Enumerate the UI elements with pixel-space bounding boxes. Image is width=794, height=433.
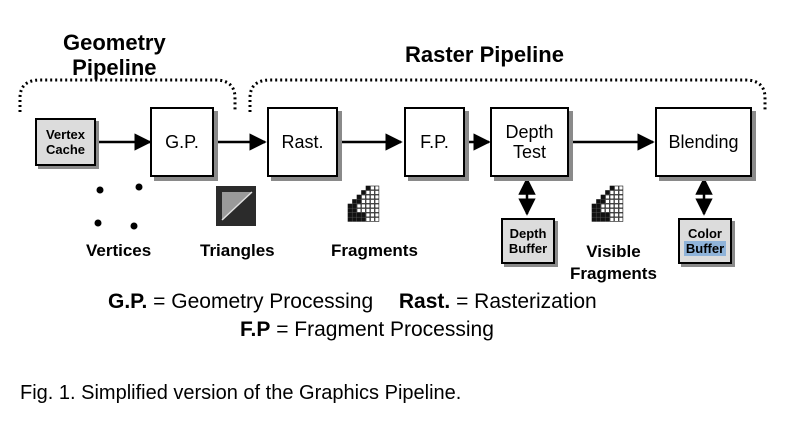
legend-line1: G.P. = Geometry Processing Rast. = Raste… bbox=[108, 290, 597, 314]
geometry-pipeline-title: Geometry Pipeline bbox=[63, 30, 166, 80]
depth-test-label-line2: Test bbox=[512, 142, 546, 162]
legend-gp-abbr: G.P. bbox=[108, 290, 148, 313]
geometry-pipeline-bracket bbox=[18, 78, 237, 112]
depth-test-label-line1: Depth bbox=[505, 122, 554, 142]
visible-label-line2: Fragments bbox=[570, 264, 657, 283]
triangles-label: Triangles bbox=[200, 241, 275, 260]
visible-fragments-icon bbox=[591, 185, 624, 222]
rast-stage-box: Rast. bbox=[267, 107, 338, 177]
geometry-title-line2: Pipeline bbox=[72, 55, 157, 80]
color-buffer-line1: Color bbox=[688, 226, 722, 241]
raster-pipeline-bracket bbox=[248, 78, 767, 112]
legend-gp-full: = Geometry Processing bbox=[153, 290, 374, 313]
visible-label-line1: Visible bbox=[586, 242, 641, 261]
visible-fragments-label: Visible Fragments bbox=[570, 241, 657, 285]
legend-line2: F.P = Fragment Processing bbox=[240, 318, 494, 342]
rast-stage-label: Rast. bbox=[281, 132, 324, 152]
vertex-cache-box: Vertex Cache bbox=[35, 118, 96, 166]
gp-stage-label: G.P. bbox=[165, 132, 199, 152]
color-buffer-line2: Buffer bbox=[683, 241, 727, 256]
vertices-label: Vertices bbox=[86, 241, 152, 260]
depth-buffer-line1: Depth bbox=[509, 226, 547, 241]
fp-stage-box: F.P. bbox=[404, 107, 465, 177]
fragments-label: Fragments bbox=[331, 241, 418, 260]
legend-fp-full: = Fragment Processing bbox=[276, 318, 494, 341]
vertices-icon bbox=[94, 183, 143, 230]
depth-buffer-box: Depth Buffer bbox=[501, 218, 555, 264]
depth-test-stage-box: Depth Test bbox=[490, 107, 569, 177]
fragments-icon bbox=[347, 185, 380, 222]
gp-stage-box: G.P. bbox=[150, 107, 214, 177]
legend-rast-abbr: Rast. bbox=[398, 290, 451, 313]
vertex-cache-line2: Cache bbox=[45, 142, 86, 157]
color-buffer-box: Color Buffer bbox=[678, 218, 732, 264]
vertex-cache-line1: Vertex bbox=[45, 127, 86, 142]
blending-stage-box: Blending bbox=[655, 107, 752, 177]
depth-buffer-line2: Buffer bbox=[508, 241, 548, 256]
legend-rast-full: = Rasterization bbox=[456, 290, 597, 313]
blending-stage-label: Blending bbox=[668, 132, 739, 152]
raster-pipeline-title: Raster Pipeline bbox=[405, 42, 564, 67]
geometry-title-line1: Geometry bbox=[63, 30, 166, 55]
triangle-icon bbox=[216, 186, 256, 226]
figure-caption: Fig. 1. Simplified version of the Graphi… bbox=[20, 382, 462, 404]
fp-stage-label: F.P. bbox=[420, 132, 449, 152]
legend-fp-abbr: F.P bbox=[240, 318, 271, 341]
